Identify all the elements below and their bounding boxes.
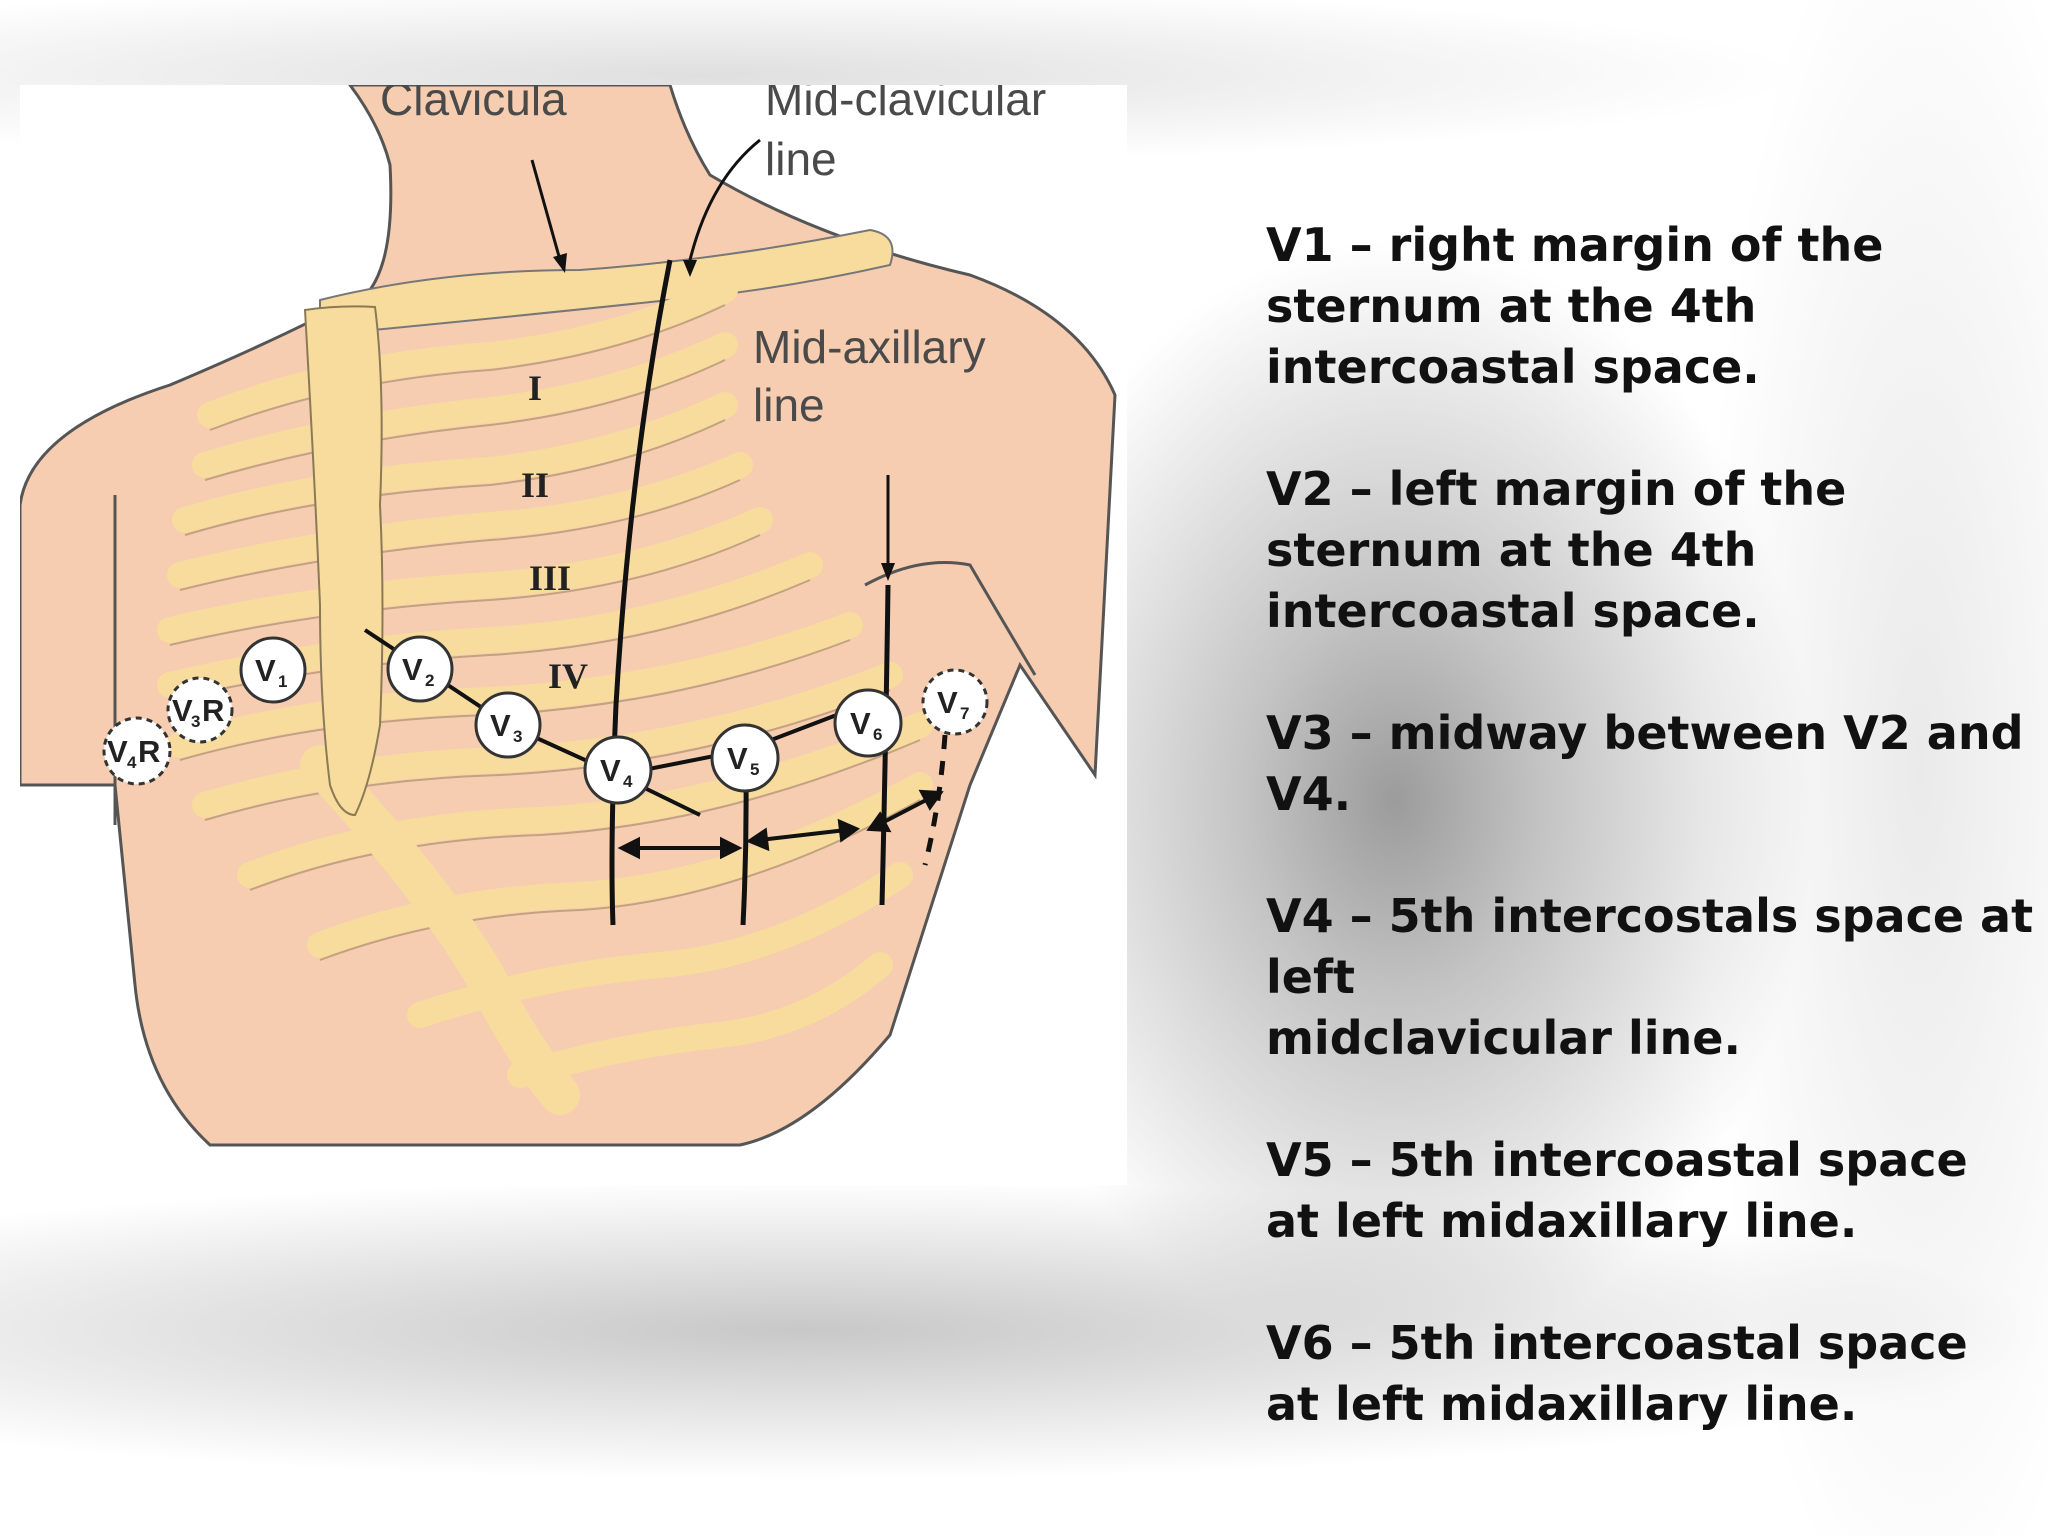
description-v6: V6 – 5th intercoastal space at left mida…	[1266, 1316, 1968, 1431]
svg-text:V: V	[937, 685, 958, 720]
svg-text:4: 4	[623, 772, 633, 791]
mid-axillary-arrowhead	[881, 563, 895, 581]
description-v4: V4 – 5th intercostals space at left midc…	[1266, 889, 2034, 1065]
svg-text:V: V	[727, 741, 748, 776]
svg-text:V: V	[255, 653, 276, 688]
svg-text:5: 5	[750, 760, 759, 779]
svg-text:7: 7	[960, 704, 969, 723]
svg-text:3: 3	[513, 727, 522, 746]
mid-axillary-label-line1: Mid-axillary	[753, 321, 986, 373]
clavicle-bone	[319, 228, 894, 337]
clavicula-arrowhead	[553, 253, 567, 273]
svg-text:V: V	[107, 734, 128, 769]
costal-margin	[300, 745, 580, 1115]
mid-clavicular-label-line1: Mid-clavicular	[765, 85, 1046, 125]
svg-text:V: V	[172, 693, 193, 728]
svg-text:V: V	[490, 708, 511, 743]
mid-clavicular-arrow	[688, 138, 761, 261]
svg-text:V: V	[402, 652, 423, 687]
lead-description-list: V1 – right margin of the sternum at the …	[1266, 215, 2036, 1496]
mid-clavicular-arrowhead	[683, 260, 697, 277]
clavicula-arrow	[530, 159, 562, 261]
svg-text:6: 6	[873, 725, 882, 744]
rib-label-iv: IV	[548, 656, 588, 696]
chest-lead-diagram: I II III IV Clavicula Mid-clavicular lin…	[20, 85, 1127, 1185]
description-v3: V3 – midway between V2 and V4.	[1266, 706, 2024, 821]
clavicula-label: Clavicula	[380, 85, 567, 125]
sternum	[303, 305, 384, 817]
svg-text:V: V	[600, 753, 621, 788]
chest-diagram-svg: I II III IV Clavicula Mid-clavicular lin…	[20, 85, 1117, 1147]
description-v2: V2 – left margin of the sternum at the 4…	[1266, 462, 1847, 638]
description-v1: V1 – right margin of the sternum at the …	[1266, 218, 1884, 394]
svg-text:3: 3	[191, 712, 200, 731]
svg-text:V: V	[850, 706, 871, 741]
posterior-axillary-line	[922, 734, 948, 866]
rib-label-iii: III	[529, 558, 571, 598]
rib-label-ii: II	[521, 465, 549, 505]
svg-text:4: 4	[127, 753, 137, 772]
svg-text:R: R	[138, 734, 160, 769]
svg-text:R: R	[202, 693, 224, 728]
rib-outlines	[169, 304, 921, 961]
spacing-arrows	[617, 789, 944, 860]
description-v5: V5 – 5th intercoastal space at left mida…	[1266, 1133, 1968, 1248]
svg-text:2: 2	[425, 671, 434, 690]
svg-text:1: 1	[278, 672, 287, 691]
mid-axillary-label-line2: line	[753, 379, 825, 431]
mid-clavicular-label-line2: line	[765, 133, 837, 185]
torso	[20, 85, 1117, 1147]
mid-clavicular-line	[609, 259, 673, 926]
arm-fold-line	[864, 561, 1037, 676]
rib-label-i: I	[528, 368, 542, 408]
